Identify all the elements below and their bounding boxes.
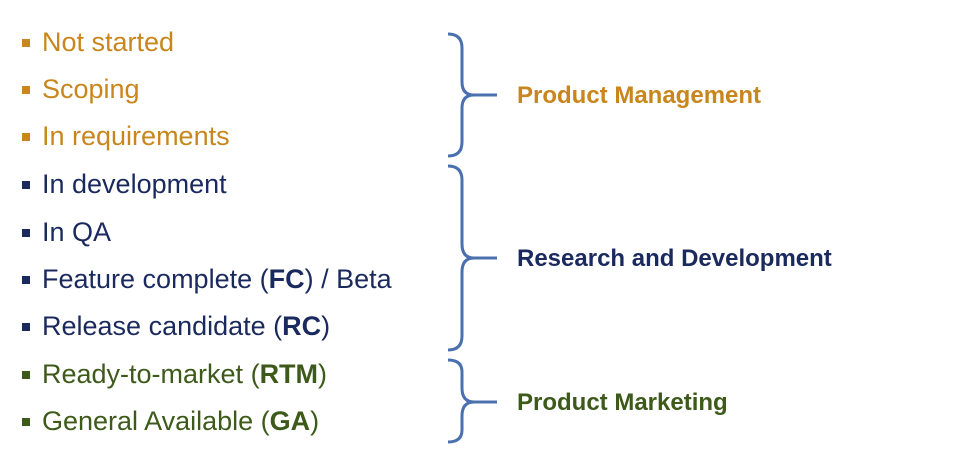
item-text: Not started [42, 27, 175, 57]
item-text: In development [42, 169, 227, 199]
item-abbr: GA [269, 406, 311, 436]
item-suffix: ) [321, 311, 331, 341]
item-abbr: RTM [259, 359, 319, 389]
item-text: Feature complete ( [42, 264, 269, 294]
list-item-not-started: Not started [22, 26, 174, 58]
list-item-ready-to-market: Ready-to-market (RTM) [22, 358, 327, 390]
item-text: Release candidate ( [42, 311, 283, 341]
item-abbr: RC [282, 311, 322, 341]
square-bullet-icon [22, 276, 30, 284]
item-abbr: FC [268, 264, 305, 294]
square-bullet-icon [22, 39, 30, 47]
list-item-release-candidate: Release candidate (RC) [22, 310, 330, 342]
item-text: General Available ( [42, 406, 270, 436]
square-bullet-icon [22, 371, 30, 379]
list-item-feature-complete: Feature complete (FC) / Beta [22, 263, 392, 295]
square-bullet-icon [22, 86, 30, 94]
square-bullet-icon [22, 133, 30, 141]
brace-product-management [447, 32, 497, 158]
list-item-general-available: General Available (GA) [22, 405, 319, 437]
group-label-product-management: Product Management [517, 82, 762, 109]
square-bullet-icon [22, 323, 30, 331]
list-item-scoping: Scoping [22, 73, 140, 105]
item-text: In requirements [42, 121, 230, 151]
item-text: Ready-to-market ( [42, 359, 260, 389]
item-text: Scoping [42, 74, 140, 104]
brace-product-marketing [447, 358, 497, 444]
list-item-in-requirements: In requirements [22, 120, 230, 152]
item-suffix: ) [318, 359, 328, 389]
item-suffix: ) / Beta [304, 264, 392, 294]
square-bullet-icon [22, 229, 30, 237]
list-item-in-development: In development [22, 168, 227, 200]
group-label-research-development: Research and Development [517, 245, 832, 272]
group-label-product-marketing: Product Marketing [517, 389, 728, 416]
item-suffix: ) [310, 406, 320, 436]
item-text: In QA [42, 217, 112, 247]
list-item-in-qa: In QA [22, 216, 111, 248]
square-bullet-icon [22, 181, 30, 189]
brace-research-development [447, 164, 497, 352]
square-bullet-icon [22, 418, 30, 426]
